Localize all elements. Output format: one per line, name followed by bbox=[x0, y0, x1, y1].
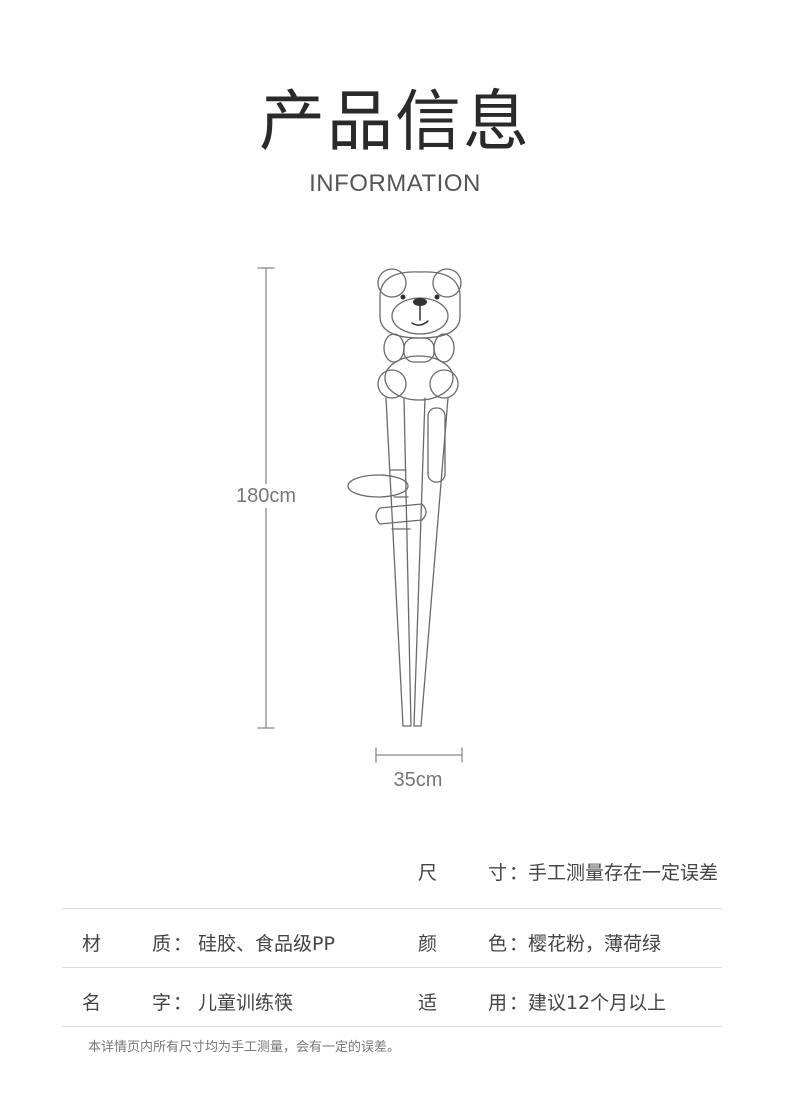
spec-label: 材 bbox=[82, 933, 102, 955]
spec-label: 质 bbox=[152, 933, 172, 955]
chopstick-left bbox=[385, 397, 412, 727]
bear-body bbox=[384, 355, 454, 401]
bear-ear-right bbox=[432, 268, 462, 298]
page-title: 产品信息 bbox=[259, 83, 531, 160]
spec-value-material: 硅胶、食品级PP bbox=[198, 933, 335, 955]
spec-table: 尺 寸 ： 手工测量存在一定误差 材 质 ： 硅胶、食品级PP 颜 色 ： 樱花… bbox=[62, 850, 722, 1027]
spec-label: 字 bbox=[152, 992, 172, 1014]
measurement-disclaimer: 本详情页内所有尺寸均为手工测量，会有一定的误差。 bbox=[88, 1040, 401, 1055]
spec-colon: ： bbox=[173, 933, 193, 955]
training-chopsticks-illustration bbox=[257, 267, 463, 763]
spec-value-age: 建议12个月以上 bbox=[528, 992, 667, 1014]
spec-colon: ： bbox=[509, 992, 529, 1014]
finger-ring-left bbox=[347, 474, 409, 498]
height-dimension-label: 180cm bbox=[226, 484, 306, 508]
width-dimension-label: 35cm bbox=[378, 768, 458, 792]
bear-eye-right bbox=[434, 294, 440, 300]
spec-colon: ： bbox=[173, 992, 193, 1014]
bear-ear-left bbox=[377, 268, 407, 298]
spec-row-size: 尺 寸 ： 手工测量存在一定误差 bbox=[62, 850, 722, 909]
spec-value-name: 儿童训练筷 bbox=[198, 992, 294, 1014]
spec-label: 寸 bbox=[488, 862, 508, 884]
spec-label: 适 bbox=[418, 992, 438, 1014]
bear-eye-left bbox=[400, 294, 406, 300]
spec-value-size: 手工测量存在一定误差 bbox=[528, 862, 719, 884]
chopstick-right bbox=[413, 397, 449, 727]
bear-nose bbox=[413, 298, 427, 306]
page-subtitle: INFORMATION bbox=[309, 170, 481, 197]
spec-colon: ： bbox=[509, 862, 529, 884]
spec-label: 用 bbox=[488, 992, 508, 1014]
spec-label: 名 bbox=[82, 992, 102, 1014]
spec-value-color: 樱花粉，薄荷绿 bbox=[528, 933, 662, 955]
finger-loop-right bbox=[427, 407, 446, 483]
connector-strap bbox=[375, 503, 427, 525]
bear-mouth bbox=[411, 305, 429, 326]
spec-colon: ： bbox=[509, 933, 529, 955]
spec-row-name-age: 名 字 ： 儿童训练筷 适 用 ： 建议12个月以上 bbox=[62, 968, 722, 1027]
bear-head bbox=[379, 271, 461, 339]
spec-label: 色 bbox=[488, 933, 508, 955]
spec-row-material-color: 材 质 ： 硅胶、食品级PP 颜 色 ： 樱花粉，薄荷绿 bbox=[62, 909, 722, 968]
spec-label: 尺 bbox=[418, 862, 438, 884]
spec-label: 颜 bbox=[418, 933, 438, 955]
